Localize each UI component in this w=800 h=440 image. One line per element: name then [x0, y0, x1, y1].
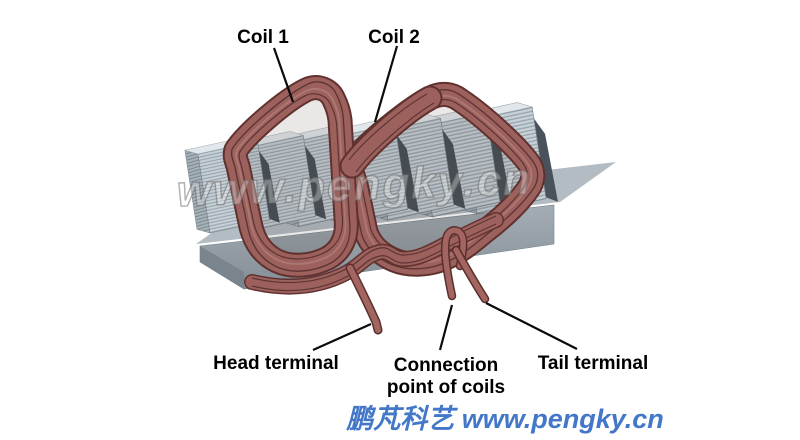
connection-loop-wire	[440, 226, 468, 301]
coil-1	[222, 75, 359, 278]
leader-tail-terminal	[485, 302, 578, 350]
label-head-terminal: Head terminal	[213, 353, 339, 374]
label-coil-1: Coil 1	[237, 27, 289, 48]
leader-coil-1	[272, 47, 295, 103]
footer-site-text: 鹏芃科艺 www.pengky.cn	[345, 404, 664, 434]
label-connection-point-line2: point of coils	[387, 377, 505, 398]
tail-terminal-wire	[451, 245, 490, 304]
leader-connection-point	[438, 304, 454, 351]
head-terminal-wire	[345, 263, 383, 335]
leader-coil-2	[373, 45, 399, 123]
label-connection-point-line1: Connection	[394, 355, 499, 376]
label-tail-terminal: Tail terminal	[538, 353, 649, 374]
coil-2-overlap-segment	[339, 85, 443, 179]
label-coil-2: Coil 2	[368, 27, 420, 48]
leader-head-terminal	[312, 322, 372, 352]
